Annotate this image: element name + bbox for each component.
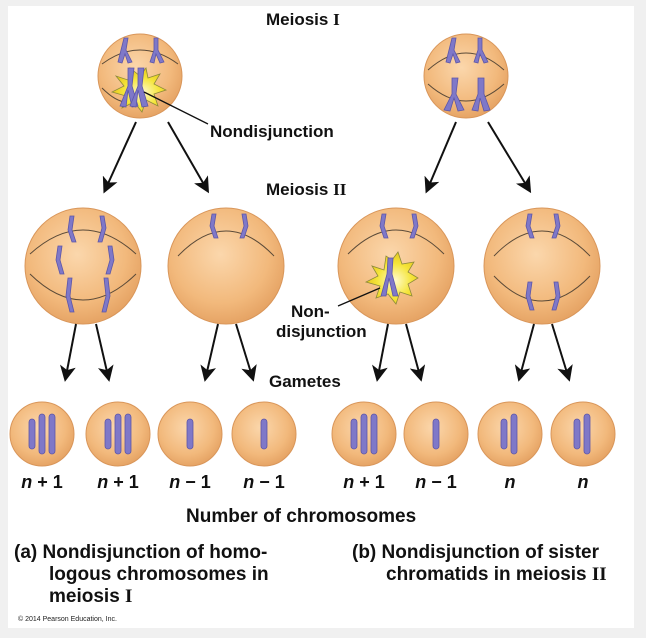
caption-a-marker: (a): [14, 542, 38, 563]
gamete-cell: [85, 401, 151, 467]
caption-a: (a) Nondisjunction of homo- logous chrom…: [14, 542, 269, 608]
gamete-count-label: n − 1: [415, 472, 457, 492]
nondisjunction-diagram: Meiosis I Nondisjunction Meiosis II Non-…: [9, 10, 616, 527]
meiosis1-cell-b: [423, 33, 509, 119]
arrow: [102, 121, 137, 194]
gamete-cell: [157, 401, 223, 467]
arrow: [200, 323, 219, 382]
nondisjunction-label-b1: Non-: [291, 302, 330, 321]
gamete-cell: [403, 401, 469, 467]
chromosome: [583, 413, 591, 455]
chromosome: [114, 413, 122, 455]
meiosis2-cell-a1: [24, 207, 142, 325]
chromosome: [500, 418, 508, 450]
meiosis1-cell-a: [97, 33, 183, 119]
gametes-row: [9, 401, 616, 467]
gamete-cell: [477, 401, 543, 467]
spindle-fiber: [101, 49, 179, 65]
meiosis2-cell-a2: [167, 207, 285, 325]
gamete-cell: [231, 401, 297, 467]
caption-a-line2: logous chromosomes in: [49, 564, 269, 585]
gametes-label: Gametes: [269, 372, 341, 391]
chromosome: [370, 413, 378, 455]
meiosis2-label: Meiosis II: [266, 180, 347, 199]
chromosome-stuck: [380, 257, 399, 297]
gamete-count-label: n + 1: [343, 472, 385, 492]
chromosome: [38, 413, 46, 455]
caption-a-numeral: I: [125, 586, 133, 607]
caption-a-line1: Nondisjunction of homo-: [42, 542, 268, 563]
arrow: [487, 121, 532, 194]
chromosome: [124, 413, 132, 455]
copyright-notice: © 2014 Pearson Education, Inc.: [18, 616, 117, 623]
gamete-count-label: n: [505, 472, 516, 492]
chromosome-pair-stuck: [119, 67, 149, 108]
diagram-canvas: Meiosis I Nondisjunction Meiosis II Non-…: [8, 6, 634, 628]
chromosome: [104, 418, 112, 450]
chromosome: [48, 413, 56, 455]
meiosis1-label: Meiosis I: [266, 10, 340, 29]
gamete-count-label: n: [578, 472, 589, 492]
gamete-count-label: n + 1: [21, 472, 63, 492]
meiosis2-cell-b2: [483, 207, 601, 325]
chromosome: [350, 418, 358, 450]
arrow: [372, 323, 389, 382]
arrow: [551, 323, 573, 382]
nondisjunction-label-a: Nondisjunction: [210, 122, 334, 141]
caption-b-line2: chromatids in meiosis: [386, 564, 587, 585]
chromosome: [28, 418, 36, 450]
chromosome: [186, 418, 194, 450]
gamete-count-label: n − 1: [243, 472, 285, 492]
arrow: [60, 323, 77, 382]
caption-b: (b) Nondisjunction of sister chromatids …: [352, 542, 607, 586]
label-pointer: [337, 287, 381, 307]
caption-b-marker: (b): [352, 542, 377, 563]
chromosome: [360, 413, 368, 455]
arrow: [514, 323, 535, 382]
chromosome: [432, 418, 440, 450]
nondisjunction-label-b2: disjunction: [276, 322, 367, 341]
chromosome: [510, 413, 518, 455]
chromosome: [573, 418, 581, 450]
caption-b-line1: Nondisjunction of sister: [381, 542, 599, 563]
gamete-cell: [331, 401, 397, 467]
arrow: [167, 121, 209, 194]
axis-label: Number of chromosomes: [186, 506, 416, 527]
gamete-count-labels: n + 1 n + 1 n − 1 n − 1 n + 1 n − 1 n n: [21, 472, 588, 492]
chromosome-x: [117, 37, 165, 64]
meiosis2-cell-b1: [337, 207, 455, 325]
caption-b-numeral: II: [591, 564, 607, 585]
gamete-count-label: n − 1: [169, 472, 211, 492]
gamete-cell: [9, 401, 75, 467]
label-pointer: [143, 91, 209, 125]
arrow: [235, 323, 257, 382]
chromosome: [260, 418, 268, 450]
arrow: [405, 323, 426, 382]
caption-a-line3: meiosis: [49, 586, 120, 607]
arrow: [424, 121, 457, 194]
gamete-count-label: n + 1: [97, 472, 139, 492]
arrow: [95, 323, 114, 382]
gamete-cell: [550, 401, 616, 467]
